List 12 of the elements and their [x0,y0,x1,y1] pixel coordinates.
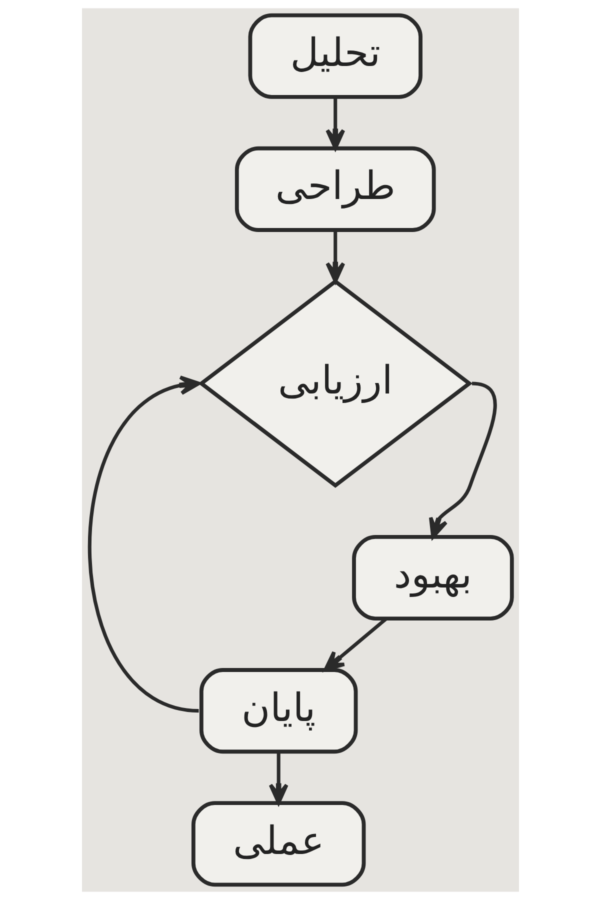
node-diamond: ارزیابی [198,279,472,488]
arrow [88,375,200,713]
arrow [323,618,386,672]
arrow [428,382,496,539]
node-box: بهبود [352,534,514,620]
node-box: طراحی [234,146,436,232]
arrow [325,230,345,283]
arrow [268,752,288,805]
node-box: عملی [190,801,366,887]
node-box: پایان [198,668,358,754]
arrow [325,97,345,150]
node-box: تحلیل [248,13,422,99]
